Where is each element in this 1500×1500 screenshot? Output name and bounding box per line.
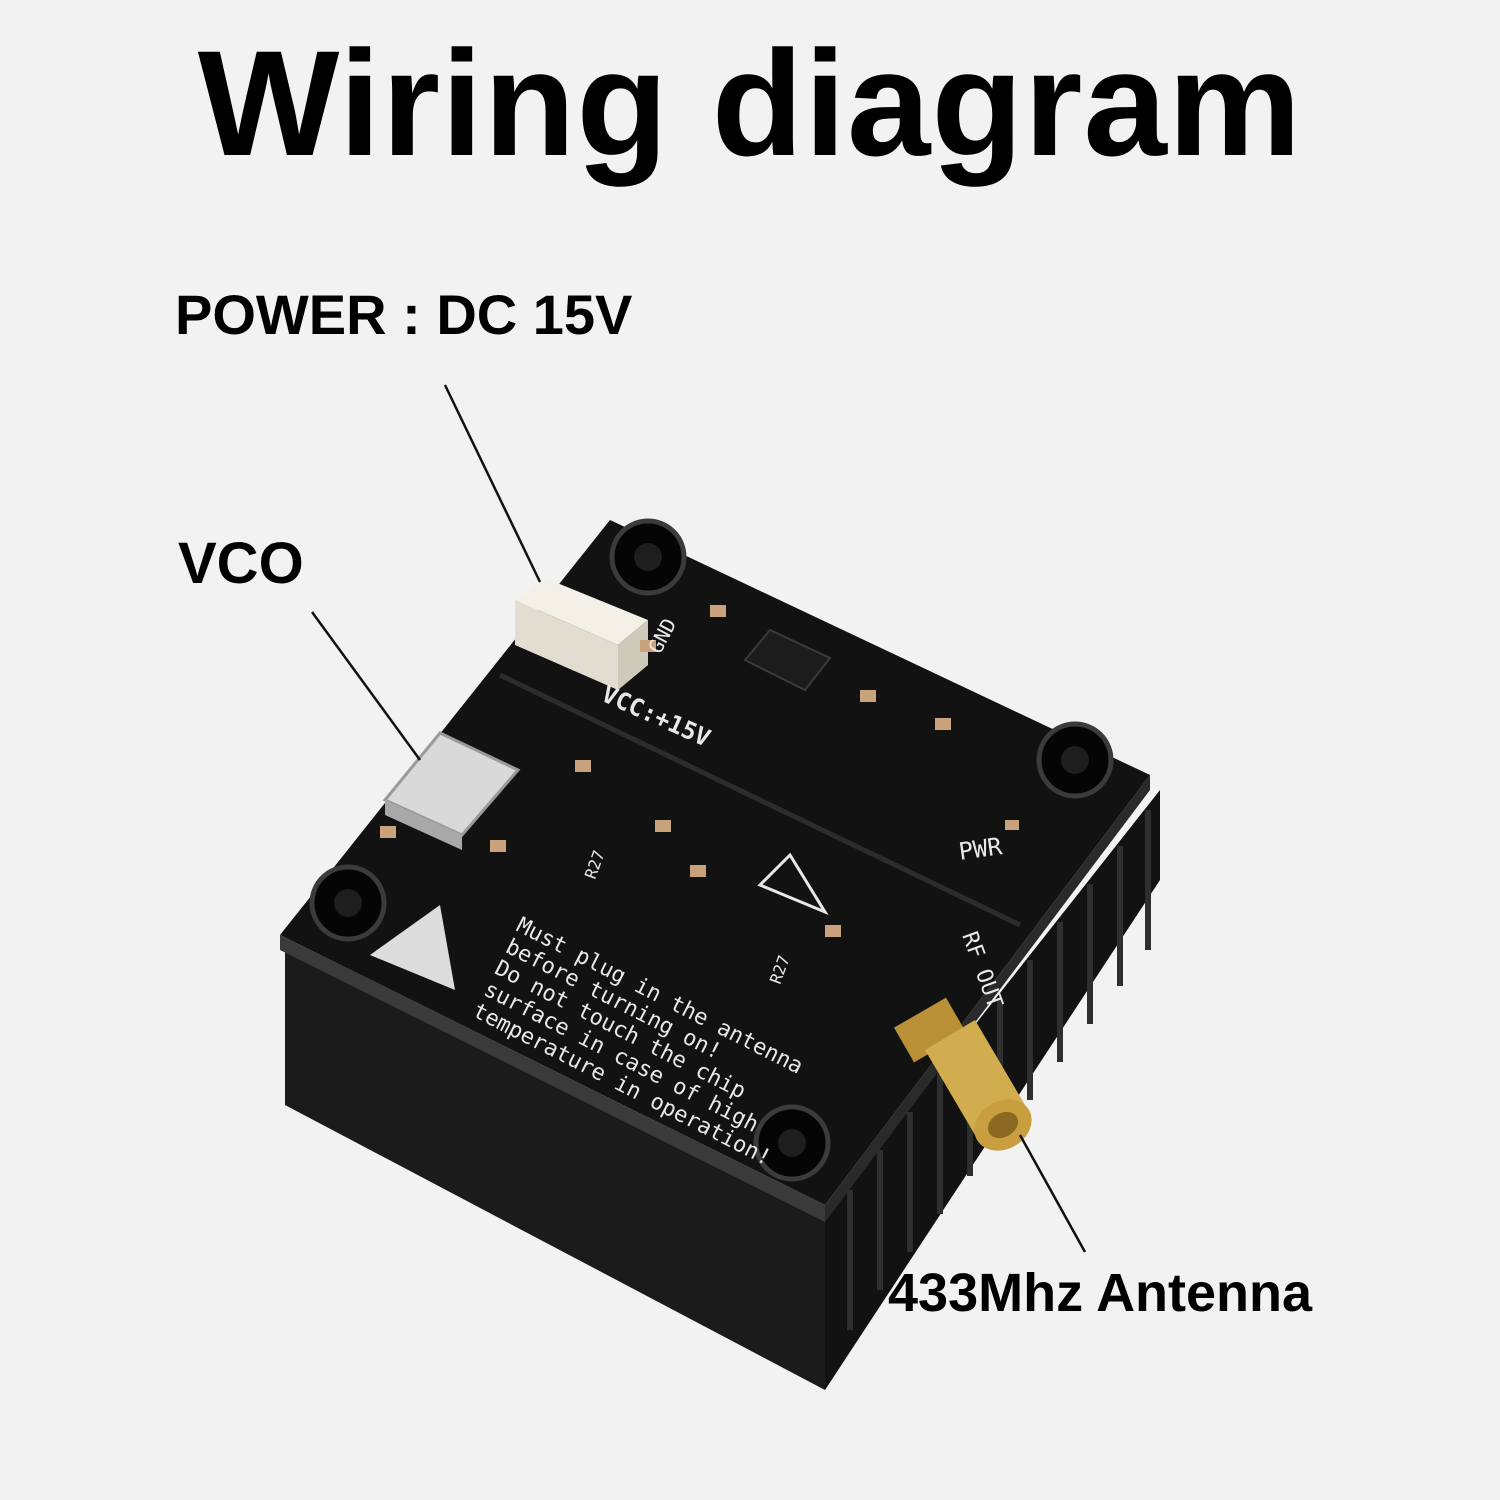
callout-lines xyxy=(310,384,1087,1253)
sma-connector xyxy=(894,997,1032,1151)
vco-leader-line xyxy=(310,611,422,761)
power-leader-line xyxy=(443,384,542,583)
smd-components xyxy=(380,605,1019,937)
page-title: Wiring diagram xyxy=(197,19,1303,187)
esd-warning-icon xyxy=(370,905,455,990)
power-connector xyxy=(515,578,648,690)
silk-pwr: PWR xyxy=(957,832,1004,866)
mounting-screws xyxy=(309,518,1114,1182)
vco-module xyxy=(382,731,521,850)
vco-callout-label: VCO xyxy=(178,531,304,596)
ic-chip xyxy=(743,628,832,692)
hot-surface-warning-icon xyxy=(757,852,829,916)
power-callout-label: POWER : DC 15V xyxy=(175,283,633,346)
antenna-callout-label: 433Mhz Antenna xyxy=(888,1263,1313,1323)
antenna-leader-line xyxy=(1018,1134,1087,1253)
